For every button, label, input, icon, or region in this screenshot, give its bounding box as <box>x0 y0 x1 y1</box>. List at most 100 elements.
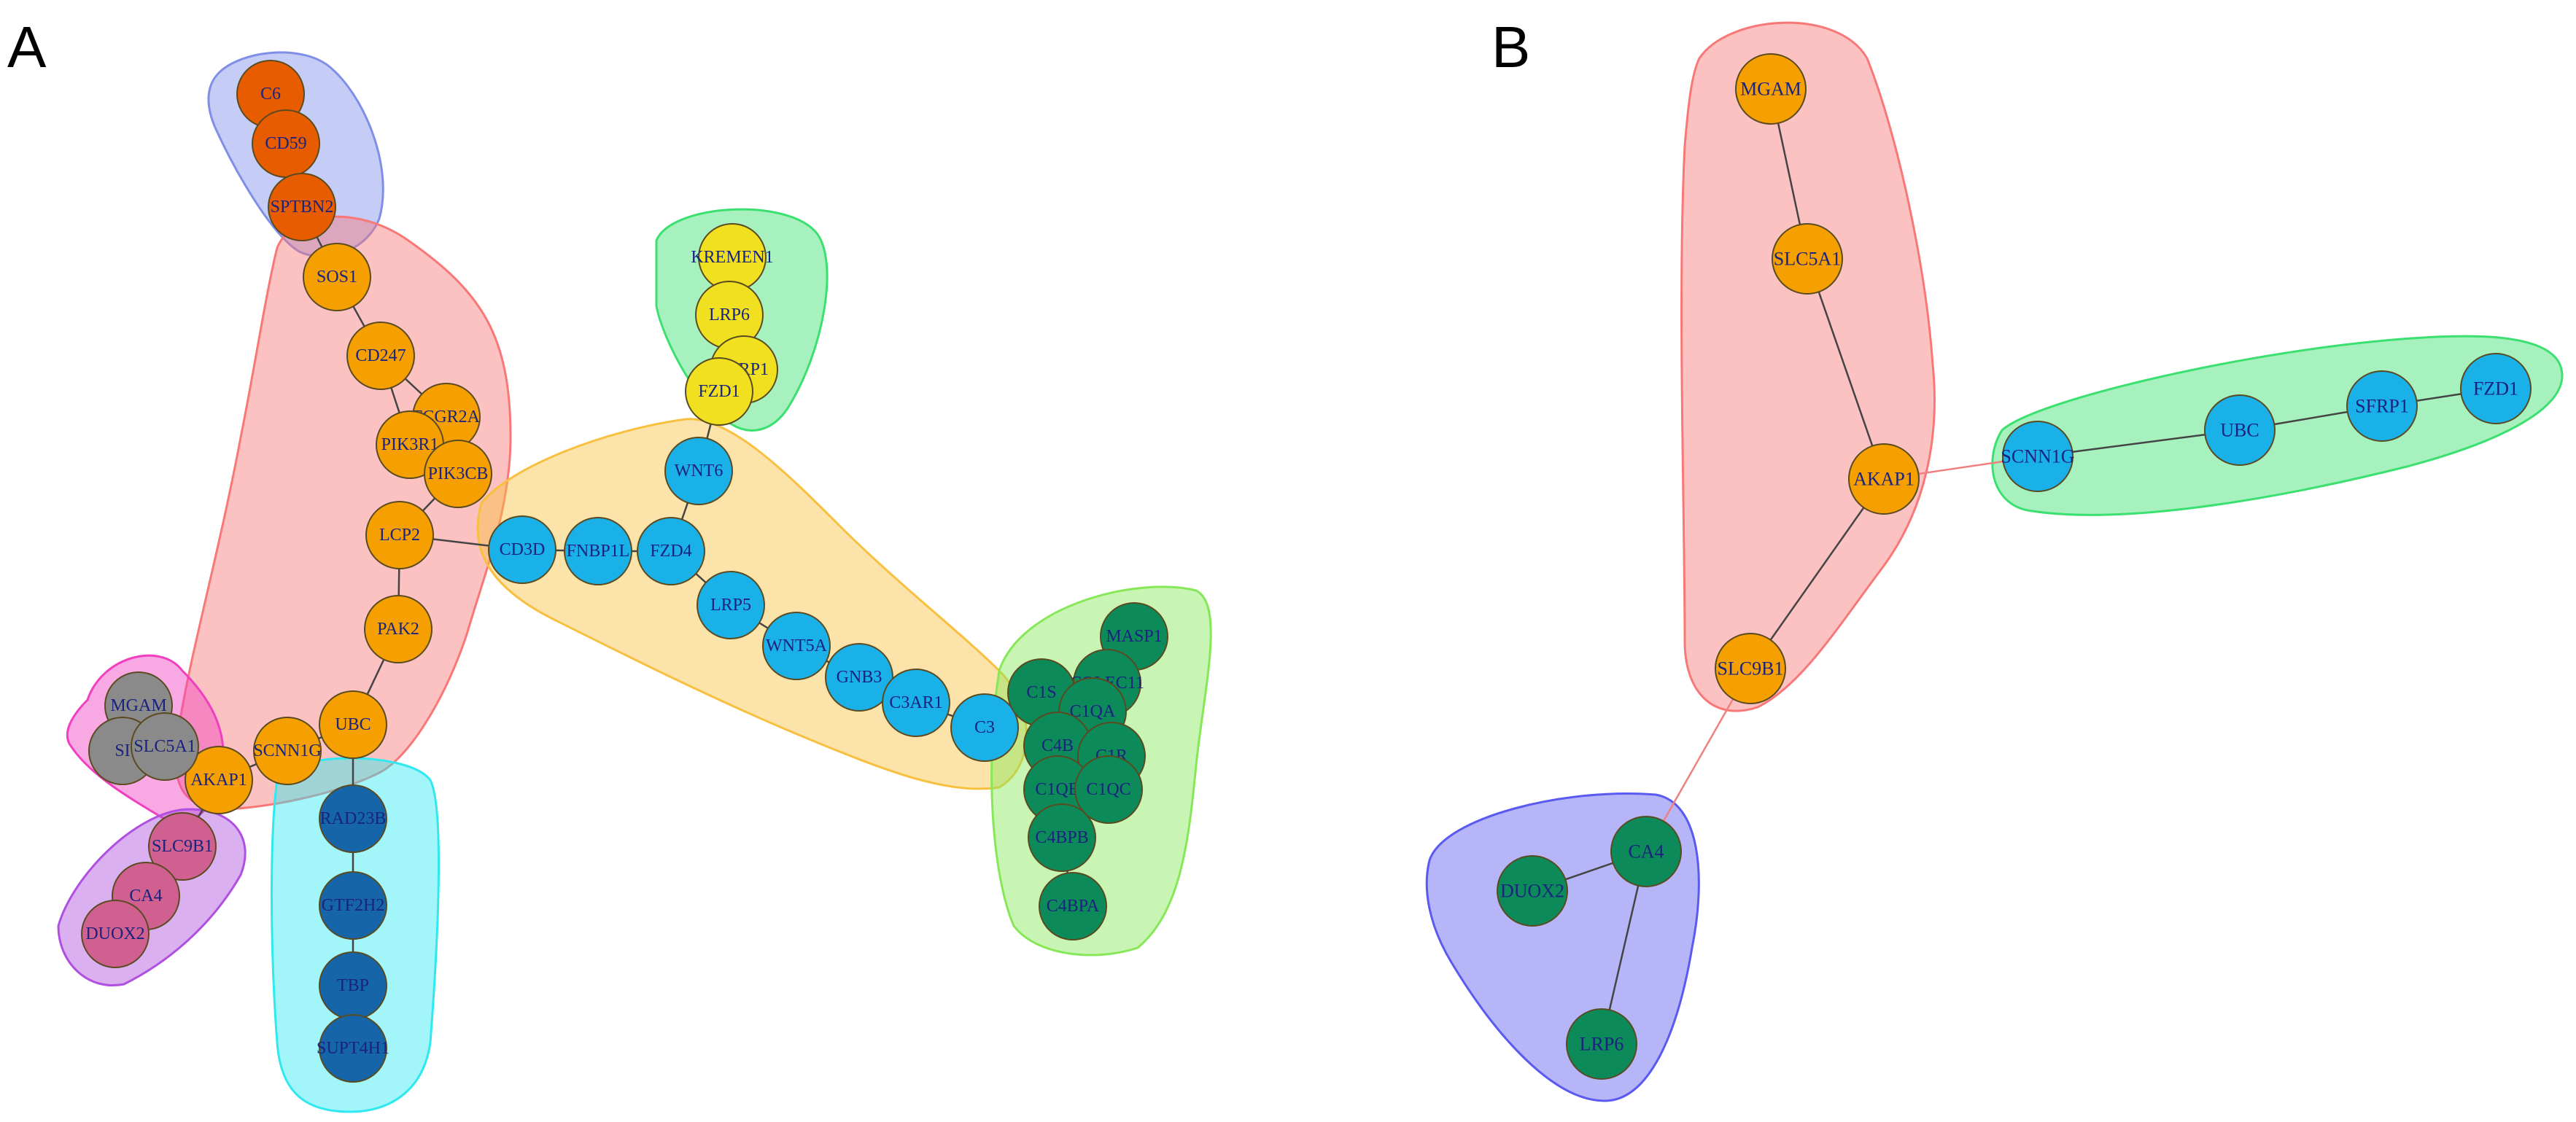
panel-a-node-c1s: C1S <box>1007 658 1076 727</box>
node-label: SLC9B1 <box>1717 658 1783 679</box>
node-label: C1S <box>1026 683 1056 702</box>
node-label: SCNN1G <box>2001 446 2074 467</box>
panel-a-node-kremen1: KREMEN1 <box>691 223 774 292</box>
node-circle <box>1610 816 1682 887</box>
node-circle <box>1566 1008 1637 1080</box>
node-circle <box>364 595 432 663</box>
node-circle <box>346 322 415 390</box>
node-label: LRP5 <box>710 596 751 615</box>
node-label: WNT6 <box>675 461 723 480</box>
panel-a-node-sos1: SOS1 <box>303 243 371 311</box>
node-label: C4BPB <box>1035 828 1088 847</box>
panel-a-node-pik3cb: PIK3CB <box>424 440 492 508</box>
node-label: GNB3 <box>837 668 882 687</box>
panel-a-nodes: C6CD59SPTBN2SOS1CD247FCGR2APIK3R1PIK3CBL… <box>81 60 1168 1083</box>
node-label: SPTBN2 <box>271 198 334 217</box>
node-label: SLC5A1 <box>1774 249 1841 270</box>
node-circle <box>131 712 199 781</box>
panel-b-edge <box>1749 478 1885 669</box>
panel-a-node-c3ar1: C3AR1 <box>882 669 950 737</box>
panel-a-node-gnb3: GNB3 <box>825 643 893 712</box>
panel-a-node-c1qc: C1QC <box>1074 755 1143 824</box>
panel-b-node-sfrp1: SFRP1 <box>2346 370 2418 442</box>
panel-a-node-fzd1: FZD1 <box>685 357 753 426</box>
node-circle <box>762 612 831 680</box>
panel-a-node-cd247: CD247 <box>346 322 415 390</box>
node-label: CD247 <box>355 346 406 365</box>
node-label: MASP1 <box>1106 627 1162 646</box>
node-label: CD59 <box>265 134 306 153</box>
node-label: AKAP1 <box>1853 469 1914 490</box>
panel-a-node-duox2: DUOX2 <box>81 900 150 968</box>
panel-a-node-lrp5: LRP5 <box>697 571 765 639</box>
node-label: C1QA <box>1070 702 1116 721</box>
node-circle <box>253 717 322 785</box>
node-label: SOS1 <box>317 268 357 287</box>
panel-b-cluster-hull-red <box>1680 21 1936 712</box>
panel-a-node-wnt5a: WNT5A <box>762 612 831 680</box>
node-label: UBC <box>335 715 371 734</box>
node-circle <box>1074 755 1143 824</box>
node-circle <box>1715 633 1786 704</box>
node-label: UBC <box>2220 420 2259 441</box>
node-label: FZD1 <box>2473 378 2518 400</box>
node-label: C3 <box>974 718 995 737</box>
panel-b-node-slc9b1: SLC9B1 <box>1715 633 1786 704</box>
node-circle <box>1735 53 1807 125</box>
node-label: TBP <box>337 976 369 995</box>
panel-a-node-scnn1g: SCNN1G <box>253 717 322 785</box>
node-label: MGAM <box>110 696 166 715</box>
node-circle <box>1039 872 1107 940</box>
node-circle <box>185 746 253 814</box>
node-circle <box>424 440 492 508</box>
node-label: C3AR1 <box>889 693 942 712</box>
node-label: RAD23B <box>320 809 387 828</box>
panel-a-node-fnbp1l: FNBP1L <box>564 517 632 585</box>
node-circle <box>2002 421 2073 492</box>
panel-b-cluster-hull-green <box>1991 335 2564 516</box>
panel-a-cluster-hull-red <box>174 215 512 811</box>
panel-a-node-supt4h1: SUPT4H1 <box>317 1014 389 1083</box>
panel-b-node-ca4: CA4 <box>1610 816 1682 887</box>
node-label: SLC5A1 <box>133 737 195 756</box>
node-label: GTF2H2 <box>322 896 385 915</box>
panel-b-node-fzd1: FZD1 <box>2460 353 2532 424</box>
node-label: C1QC <box>1086 780 1130 799</box>
panel-b-edge <box>1806 258 1885 480</box>
node-label: CD3D <box>500 540 546 559</box>
panel-a-node-lcp2: LCP2 <box>365 501 434 569</box>
panel-b-node-duox2: DUOX2 <box>1497 855 1568 927</box>
node-circle <box>664 437 733 505</box>
panel-a-cluster-hulls <box>57 51 1212 1113</box>
node-circle <box>685 357 753 426</box>
panel-b-node-akap1: AKAP1 <box>1848 443 1920 515</box>
node-circle <box>697 571 765 639</box>
panel-a-node-akap1: AKAP1 <box>185 746 253 814</box>
node-label: SFRP1 <box>2355 396 2409 417</box>
panel-a-node-sptbn2: SPTBN2 <box>268 173 336 241</box>
node-circle <box>2204 394 2276 466</box>
node-circle <box>825 643 893 712</box>
panel-b-cluster-hulls <box>1425 21 2564 1102</box>
panel-b-node-slc5a1: SLC5A1 <box>1772 223 1843 295</box>
node-label: MGAM <box>1740 79 1801 100</box>
node-circle <box>365 501 434 569</box>
node-label: SI <box>115 741 130 760</box>
node-circle <box>1848 443 1920 515</box>
panel-a-node-c3: C3 <box>950 693 1019 762</box>
node-label: AKAP1 <box>190 771 247 790</box>
node-circle <box>1028 803 1096 872</box>
node-label: SLC9B1 <box>152 837 213 856</box>
panel-a-node-rad23b: RAD23B <box>319 784 387 853</box>
node-label: KREMEN1 <box>691 248 773 267</box>
node-label: C1QB <box>1035 780 1079 799</box>
node-label: PAK2 <box>377 620 419 639</box>
node-circle <box>81 900 150 968</box>
node-label: DUOX2 <box>1500 881 1564 902</box>
panel-b-node-scnn1g: SCNN1G <box>2001 421 2075 492</box>
panel-b-node-mgam: MGAM <box>1735 53 1807 125</box>
panel-a-node-cd3d: CD3D <box>488 515 556 584</box>
node-circle <box>319 871 387 940</box>
node-circle <box>148 812 217 881</box>
